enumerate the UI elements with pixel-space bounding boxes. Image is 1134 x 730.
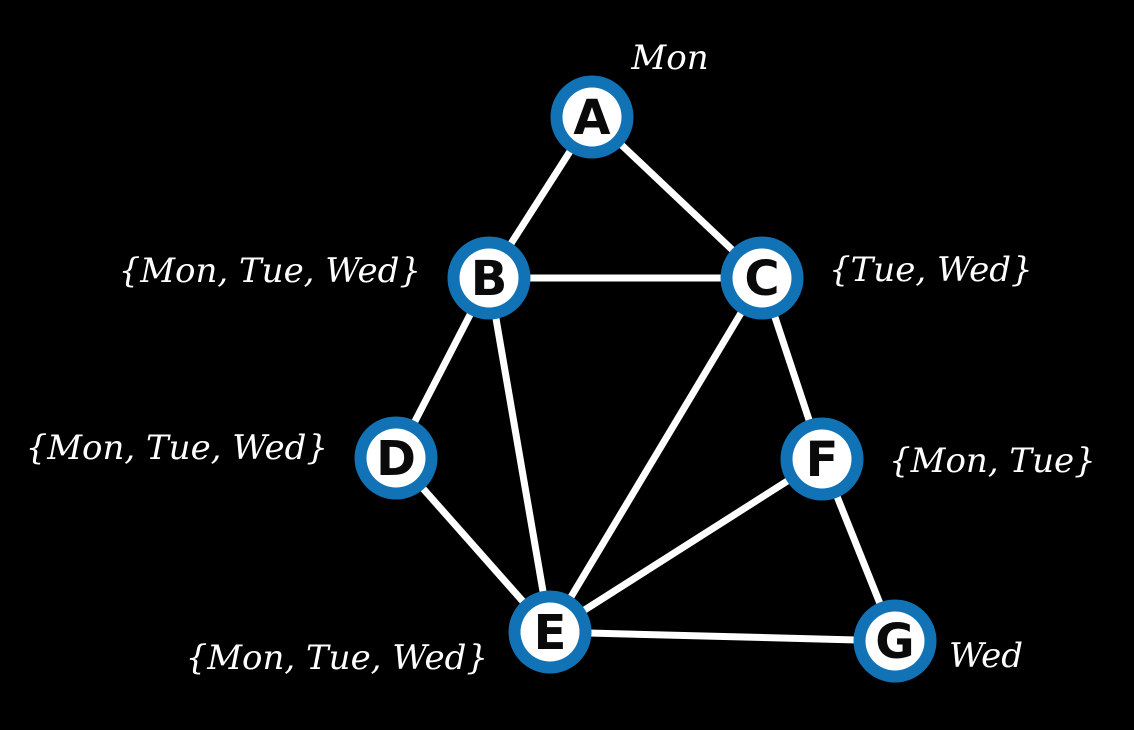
node-E-domain-label: {Mon, Tue, Wed}	[186, 638, 488, 678]
node-C-letter: C	[744, 251, 779, 307]
node-F-letter: F	[806, 432, 839, 488]
edges-layer	[392, 114, 899, 645]
edge-E-G	[549, 628, 896, 645]
node-E-letter: E	[534, 605, 567, 661]
node-B-domain-label: {Mon, Tue, Wed}	[119, 251, 421, 291]
node-E-fill	[520, 602, 580, 662]
node-D-domain-label: {Mon, Tue, Wed}	[26, 428, 328, 468]
labels-layer: Mon {Mon, Tue, Wed} {Tue, Wed} {Mon, Tue, W…	[26, 38, 1096, 678]
edge-B-E	[485, 277, 554, 633]
node-D: D	[354, 416, 438, 500]
node-G-fill	[865, 611, 925, 671]
node-A-fill	[562, 87, 622, 147]
edge-C-E	[546, 276, 766, 634]
node-A-letter: A	[573, 90, 610, 146]
node-C: C	[720, 236, 804, 320]
node-G-domain-label: Wed	[949, 636, 1023, 676]
nodes-layer: A B C D F E G	[354, 75, 937, 683]
node-G-letter: G	[875, 614, 914, 670]
node-F-domain-label: {Mon, Tue}	[889, 441, 1096, 481]
node-B-letter: B	[471, 251, 508, 307]
node-F-fill	[792, 429, 852, 489]
edge-E-F	[548, 456, 824, 635]
node-D-letter: D	[376, 431, 416, 487]
node-F: F	[780, 417, 864, 501]
node-D-fill	[366, 428, 426, 488]
node-C-fill	[732, 248, 792, 308]
node-G: G	[853, 599, 937, 683]
node-C-domain-label: {Tue, Wed}	[829, 250, 1033, 290]
node-A-domain-label: Mon	[630, 38, 708, 78]
node-E: E	[508, 590, 592, 674]
node-B-fill	[459, 248, 519, 308]
node-A: A	[550, 75, 634, 159]
node-B: B	[447, 236, 531, 320]
